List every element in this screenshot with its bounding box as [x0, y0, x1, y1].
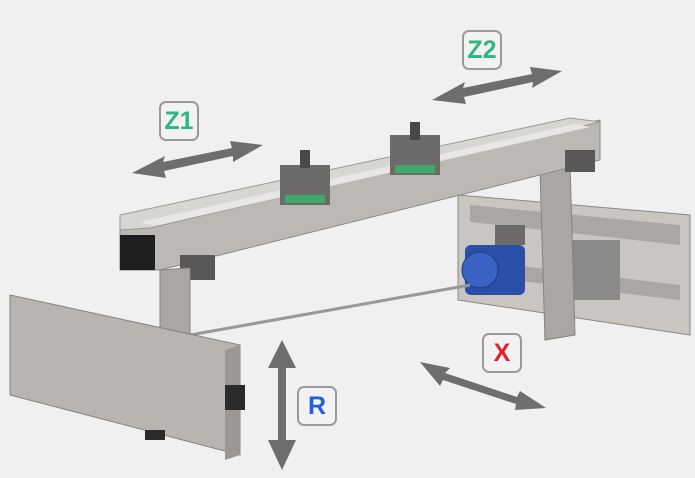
x-arrow — [420, 362, 546, 410]
x-axis-label: X — [482, 333, 522, 373]
finger-z2 — [390, 122, 440, 175]
front-plate — [9, 294, 245, 460]
z1-axis-label: Z1 — [159, 101, 199, 141]
finger-z1 — [280, 150, 330, 205]
z2-arrow — [432, 67, 562, 104]
r-arrow — [268, 340, 296, 470]
z2-axis-label: Z2 — [462, 30, 502, 70]
right-leg — [539, 164, 576, 341]
z1-arrow — [132, 141, 263, 178]
servo-motor — [461, 225, 525, 295]
r-axis-label: R — [297, 386, 337, 426]
connecting-shaft — [189, 283, 471, 337]
